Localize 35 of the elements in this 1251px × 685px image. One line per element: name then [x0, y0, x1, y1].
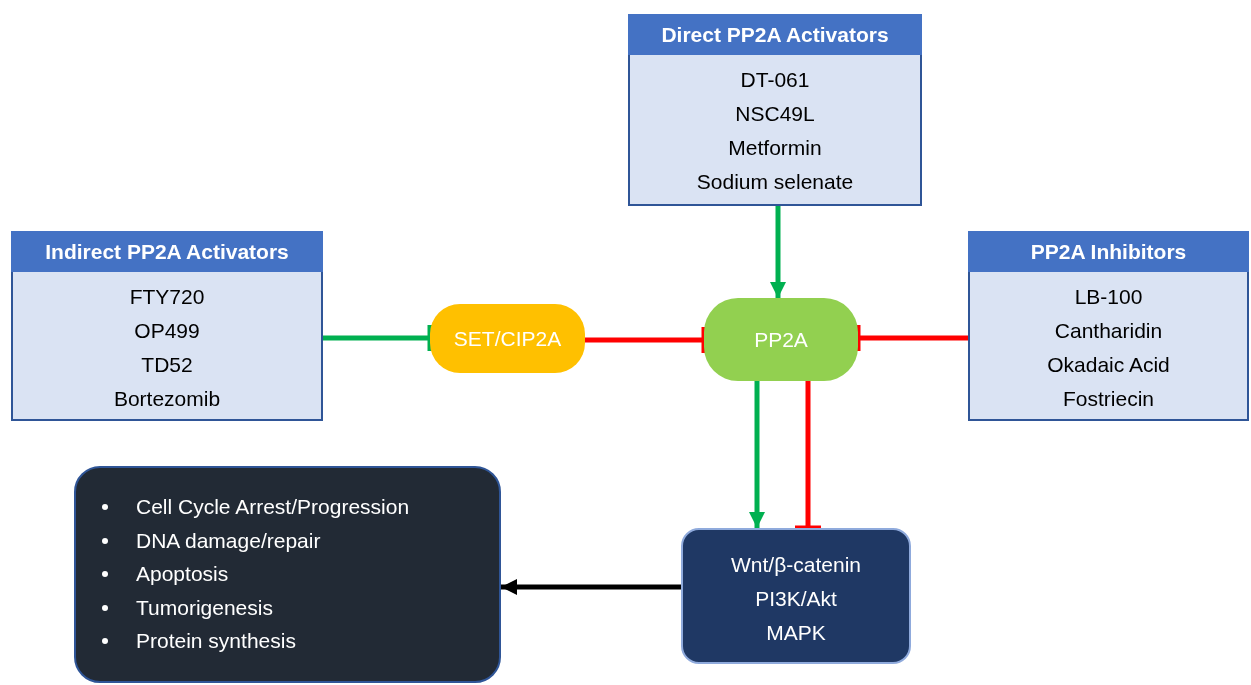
drug-name: Cantharidin [1054, 318, 1163, 344]
protein-pill: SET/CIP2A [430, 304, 585, 373]
outcome-item: Tumorigenesis [136, 595, 273, 619]
drug-name: Fostriecin [1063, 386, 1154, 412]
arrow [749, 381, 765, 528]
card-header: Direct PP2A Activators [628, 14, 922, 55]
drug-name: Okadaic Acid [1047, 352, 1170, 378]
drug-name: OP499 [134, 318, 200, 344]
drug-name: DT-061 [740, 67, 810, 93]
pathway-box [681, 528, 911, 664]
drug-name: Bortezomib [113, 386, 221, 412]
drug-name: Sodium selenate [696, 169, 854, 195]
pathway-name: MAPK [766, 620, 826, 646]
card-header: PP2A Inhibitors [968, 231, 1249, 272]
arrow [770, 206, 786, 298]
outcome-box [74, 466, 501, 683]
activator-card [11, 231, 323, 421]
pathway-name: Wnt/β-catenin [731, 552, 861, 578]
drug-name: Metformin [728, 135, 822, 161]
outcome-item: Apoptosis [136, 562, 229, 585]
drug-name: FTY720 [129, 284, 205, 310]
inhibitor-card [968, 231, 1249, 421]
inhibition-line [792, 381, 824, 531]
drug-name: NSC49L [735, 101, 815, 127]
outcome-item: Protein synthesis [136, 629, 296, 652]
drug-name: LB-100 [1074, 284, 1143, 310]
outcome-item: DNA damage/repair [136, 528, 321, 552]
outcome-item: Cell Cycle Arrest/Progression [136, 495, 410, 518]
pathway-name: PI3K/Akt [755, 586, 837, 612]
card-header: Indirect PP2A Activators [11, 231, 323, 272]
inhibition-line [323, 322, 433, 354]
activator-card [628, 14, 922, 206]
arrow [501, 579, 681, 595]
drug-name: TD52 [141, 352, 193, 378]
protein-pill: PP2A [704, 298, 858, 381]
